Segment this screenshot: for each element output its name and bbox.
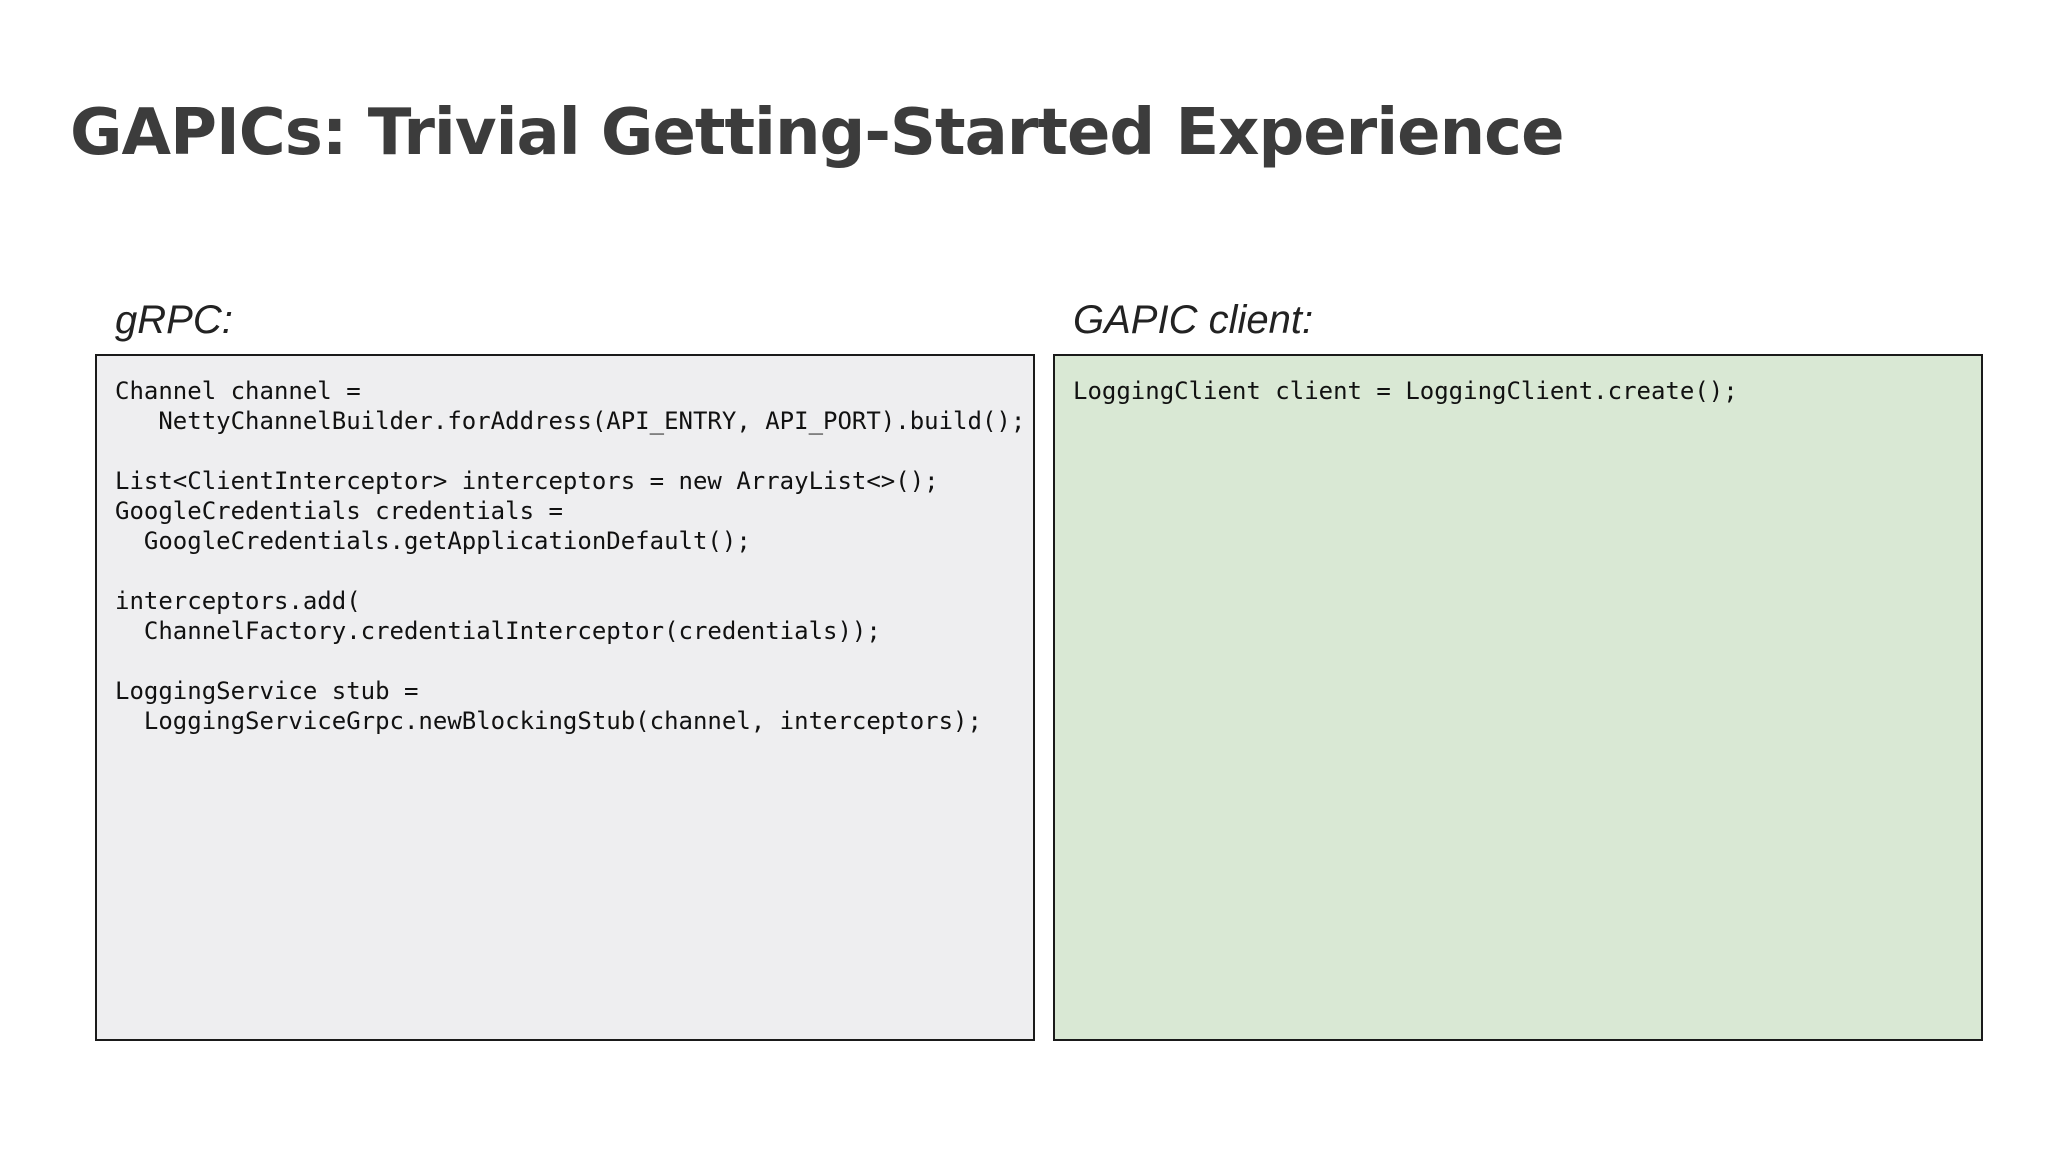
grpc-label: gRPC: — [115, 298, 233, 342]
slide-title: GAPICs: Trivial Getting-Started Experien… — [70, 96, 1564, 170]
gapic-client-label: GAPIC client: — [1073, 298, 1314, 342]
gapic-code-block: LoggingClient client = LoggingClient.cre… — [1073, 377, 1738, 405]
grpc-code-panel: Channel channel = NettyChannelBuilder.fo… — [95, 354, 1035, 1041]
grpc-code-block: Channel channel = NettyChannelBuilder.fo… — [115, 377, 1026, 735]
gapic-code-panel: LoggingClient client = LoggingClient.cre… — [1053, 354, 1983, 1041]
